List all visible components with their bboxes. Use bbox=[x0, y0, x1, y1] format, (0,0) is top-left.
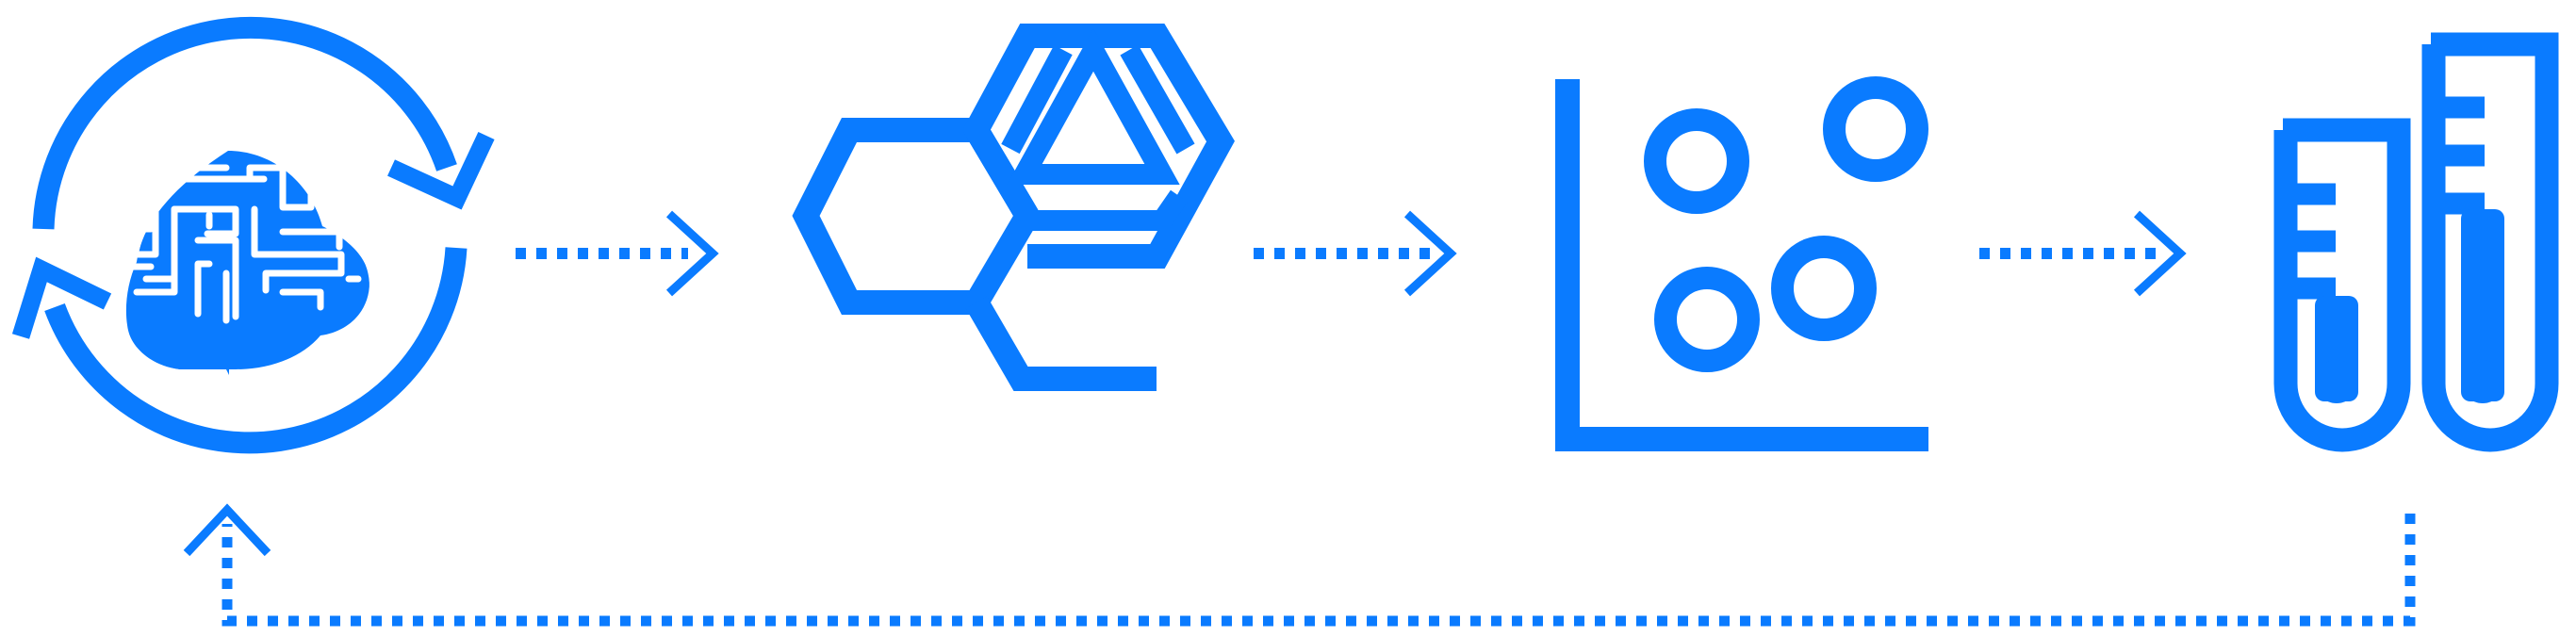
feedback-loop-arrow bbox=[183, 503, 2416, 627]
scatter-plot-icon bbox=[1555, 76, 1928, 451]
connector-arrow-2 bbox=[1254, 210, 1457, 297]
brain-icon bbox=[123, 145, 369, 375]
connector-arrow-3 bbox=[1979, 210, 2187, 297]
molecule-structure-icon bbox=[792, 24, 1235, 391]
test-tubes-icon bbox=[2273, 32, 2559, 452]
left-test-tube-icon bbox=[2273, 118, 2411, 452]
ai-cycle-brain-icon bbox=[11, 16, 495, 454]
right-test-tube-icon bbox=[2421, 32, 2559, 452]
connector-arrow-1 bbox=[516, 210, 719, 297]
